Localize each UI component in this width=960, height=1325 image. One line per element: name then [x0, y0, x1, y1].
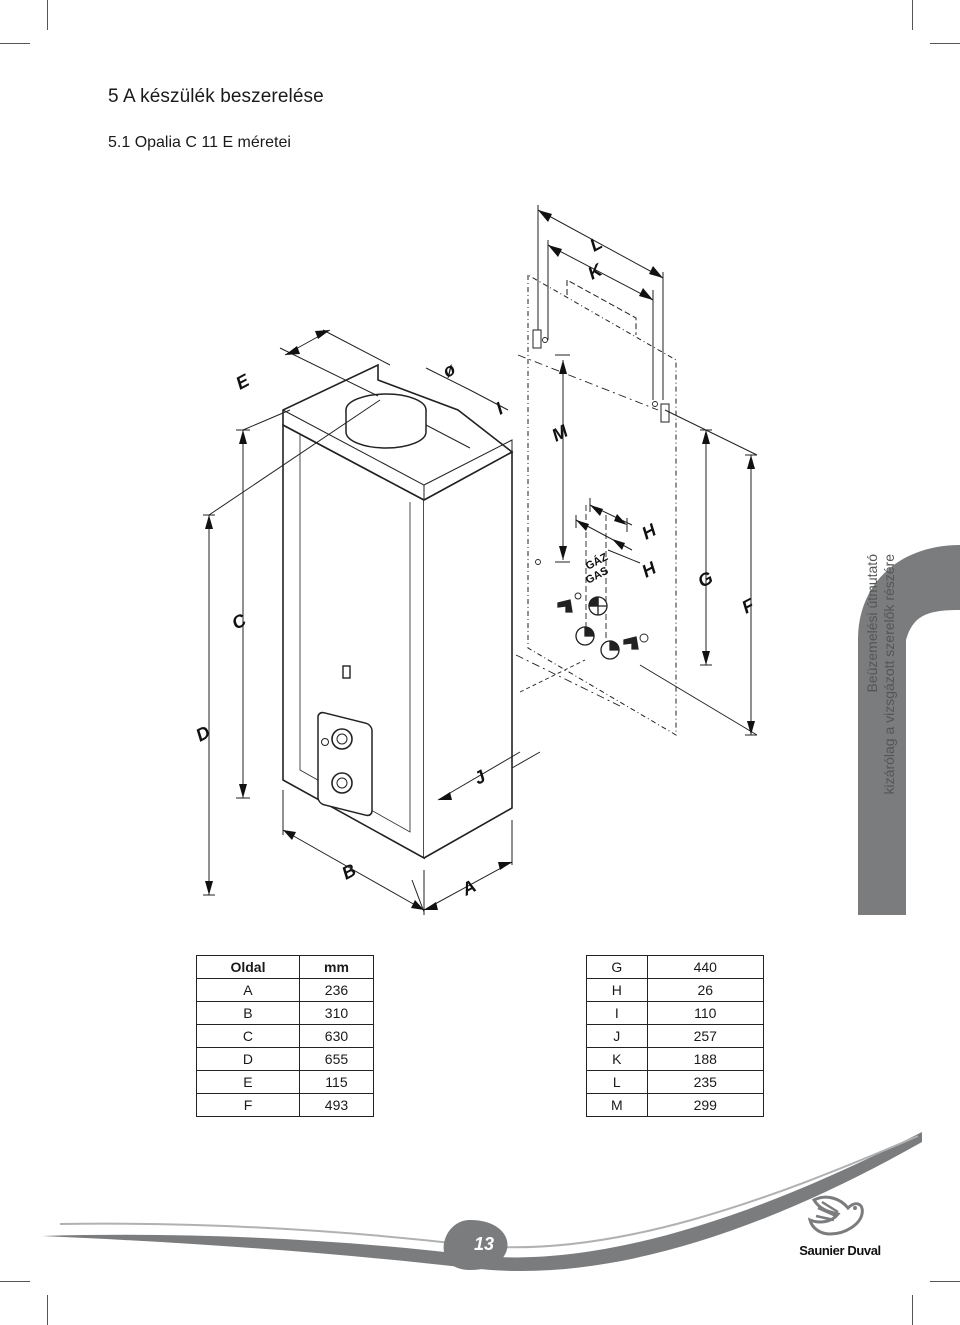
- table-cell: 310: [298, 1001, 375, 1025]
- crop-mark: [47, 1295, 48, 1325]
- dim-label-C: C: [228, 609, 250, 633]
- dim-label-D: D: [192, 722, 213, 746]
- crop-mark: [0, 43, 30, 44]
- crop-mark: [912, 0, 913, 30]
- table-cell: F: [196, 1093, 300, 1117]
- control-panel: [317, 711, 373, 817]
- saunier-duval-logo-icon: [807, 1195, 864, 1236]
- table-cell: M: [586, 1093, 648, 1117]
- template-inner: [566, 279, 637, 335]
- crop-mark: [930, 1281, 960, 1282]
- table-cell: B: [196, 1001, 300, 1025]
- table-cell: 655: [298, 1047, 375, 1071]
- table-cell: H: [586, 978, 648, 1002]
- column-header-side: Oldal: [196, 955, 300, 979]
- side-tab-text: Beüzemelési útmutató kizárólag a vizsgáz…: [864, 554, 898, 914]
- column-header-mm: mm: [298, 955, 375, 979]
- dim-label-K: K: [584, 259, 607, 284]
- table-cell: E: [196, 1070, 300, 1094]
- table-cell: 188: [646, 1047, 765, 1071]
- table-cell: 26: [646, 978, 765, 1002]
- table-cell: 236: [298, 978, 375, 1002]
- table-cell: 110: [646, 1001, 765, 1025]
- dim-label-L: L: [586, 233, 605, 256]
- table-cell: I: [586, 1001, 648, 1025]
- table-cell: A: [196, 978, 300, 1002]
- dimension-diagram: E L K ø I M C D H H G F J B A GÁZ GAS: [192, 205, 758, 915]
- subsection-heading: 5.1 Opalia C 11 E méretei: [108, 134, 291, 151]
- section-heading: 5 A készülék beszerelése: [108, 86, 324, 107]
- dim-label-B: B: [338, 860, 359, 884]
- table-cell: G: [586, 955, 648, 979]
- brand-name: Saunier Duval: [799, 1243, 881, 1258]
- dim-label-H-lower: H: [638, 557, 660, 581]
- table-cell: K: [586, 1047, 648, 1071]
- crop-mark: [930, 43, 960, 44]
- dim-label-A: A: [458, 876, 480, 900]
- dim-label-F: F: [738, 594, 758, 617]
- heater-side: [423, 450, 513, 859]
- dim-label-H-upper: H: [638, 519, 660, 543]
- side-tab-line-1: Beüzemelési útmutató: [864, 554, 880, 693]
- dim-label-M: M: [548, 420, 572, 445]
- table-cell: 115: [298, 1070, 375, 1094]
- dim-label-G: G: [694, 567, 716, 591]
- crop-mark: [47, 0, 48, 30]
- crop-mark: [0, 1281, 30, 1282]
- table-cell: 299: [646, 1093, 765, 1117]
- table-cell: D: [196, 1047, 300, 1071]
- side-tab: [858, 545, 960, 915]
- page-number: 13: [473, 1233, 495, 1254]
- table-header-row: Oldal mm: [196, 955, 375, 979]
- table-cell: 257: [646, 1024, 765, 1048]
- dim-label-diameter: ø: [439, 359, 458, 382]
- table-cell: 440: [646, 955, 765, 979]
- dim-label-E: E: [232, 370, 253, 394]
- table-cell: C: [196, 1024, 300, 1048]
- side-tab-line-2: kizárólag a vizsgázott szerelők részére: [881, 554, 897, 795]
- table-cell: J: [586, 1024, 648, 1048]
- table-cell: L: [586, 1070, 648, 1094]
- wall-template: [527, 274, 677, 736]
- footer-swoosh: [42, 1132, 922, 1272]
- table-cell: 235: [646, 1070, 765, 1094]
- table-cell: 630: [298, 1024, 375, 1048]
- table-cell: 493: [298, 1093, 375, 1117]
- crop-mark: [912, 1295, 913, 1325]
